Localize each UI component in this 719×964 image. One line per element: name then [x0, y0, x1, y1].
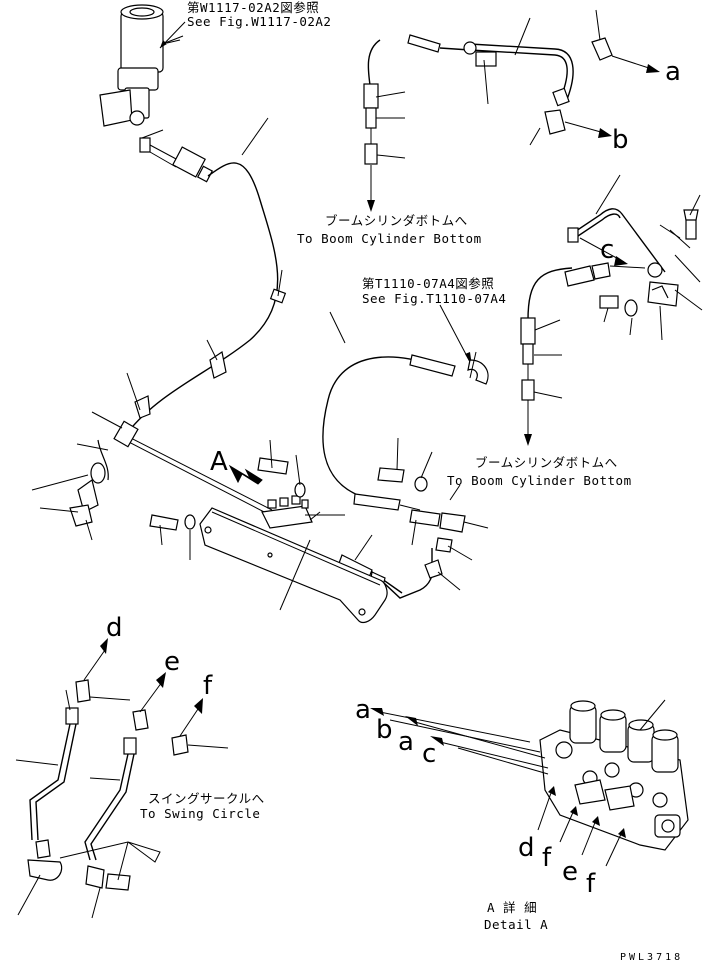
ref-e: e	[164, 647, 180, 677]
detail-ref-c: c	[422, 739, 436, 769]
detail-ref-d: d	[518, 833, 535, 863]
hose-pump	[127, 162, 279, 433]
lower-left-fittings	[69, 420, 139, 527]
swing-note-jp: スイングサークルへ	[148, 791, 265, 806]
fig-t1110-note-en: See Fig.T1110-07A4	[362, 291, 506, 306]
pump-motor-assembly	[99, 4, 214, 183]
detail-ref-b: b	[376, 715, 393, 745]
ref-b-top: b	[612, 125, 629, 155]
fitting-a	[591, 9, 660, 73]
ref-view-a: A	[210, 447, 228, 477]
detail-ref-a1: a	[355, 695, 371, 725]
boom-note-en-1: To Boom Cylinder Bottom	[297, 231, 482, 246]
bracket-plate	[199, 507, 388, 624]
detail-ref-f1: f	[542, 843, 552, 873]
drawing-code: PWL3718	[620, 952, 683, 963]
fig-w1117-note-jp: 第W1117-02A2図参照	[187, 0, 319, 15]
boom-pipe-top	[363, 34, 574, 165]
detail-ref-a2: a	[398, 727, 414, 757]
detail-a-caption-en: Detail A	[484, 917, 548, 932]
boom-note-jp-1: ブームシリンダボトムへ	[325, 213, 468, 228]
fitting-b	[544, 109, 612, 138]
ref-d: d	[106, 613, 123, 643]
detail-a-manifold	[539, 700, 689, 851]
swing-note-en: To Swing Circle	[140, 806, 260, 821]
boom-pipe-right	[564, 208, 699, 317]
manifold-block	[261, 495, 313, 529]
boom-note-en-2: To Boom Cylinder Bottom	[447, 473, 632, 488]
swing-pipes	[17, 638, 229, 919]
boom-note-jp-2: ブームシリンダボトムへ	[475, 455, 618, 470]
bolts	[149, 457, 306, 531]
fig-t1110-note-jp: 第T1110-07A4図参照	[362, 276, 494, 291]
ref-c-top: c	[600, 235, 614, 265]
hose-center	[322, 356, 446, 497]
detail-a-caption-jp: A 詳 細	[487, 900, 537, 915]
detail-ref-f2: f	[586, 869, 596, 899]
ref-f: f	[203, 671, 213, 701]
fig-w1117-note-en: See Fig.W1117-02A2	[187, 14, 331, 29]
detail-ref-e: e	[562, 857, 578, 887]
ref-a-top: a	[665, 57, 681, 87]
